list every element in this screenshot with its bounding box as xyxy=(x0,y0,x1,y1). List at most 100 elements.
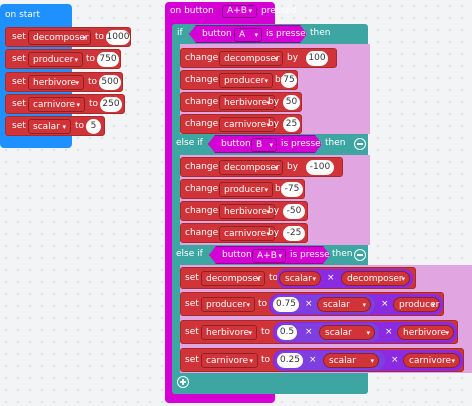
set-carnivore-block[interactable]: set carnivore▾ to 0.25 × scalar▾ × carni… xyxy=(180,348,464,372)
variable-carnivore[interactable]: carnivore▾ xyxy=(403,353,460,368)
variable-dropdown[interactable]: decomposer▾ xyxy=(219,51,283,66)
variable-scalar[interactable]: scalar▾ xyxy=(317,297,371,312)
set-decomposer-block[interactable]: set decomposer▾ to 1000 xyxy=(5,27,131,47)
on-button-header: on button A+B▾ pressed xyxy=(170,5,297,18)
remove-icon[interactable] xyxy=(354,249,366,261)
button-dropdown[interactable]: A+B▾ xyxy=(252,249,286,263)
button-pressed-condition[interactable]: button B▾ is pressed xyxy=(208,135,322,153)
multiply-block-inner[interactable]: 0.75 × scalar▾ xyxy=(271,295,375,314)
chevron-down-icon: ▾ xyxy=(74,56,78,64)
chevron-down-icon: ▾ xyxy=(274,55,278,63)
value-input[interactable]: 100 xyxy=(306,51,328,66)
change-carnivore-block[interactable]: change carnivore▾ by -25 xyxy=(180,223,308,243)
button-dropdown[interactable]: A+B▾ xyxy=(222,5,257,18)
value-input[interactable]: -25 xyxy=(283,226,305,241)
multiply-block-outer[interactable]: 0.5 × scalar▾ × herbivore▾ xyxy=(273,322,457,343)
elseif-ab-header: else if button A+B▾ is pressed then xyxy=(172,245,368,265)
chevron-down-icon: ▾ xyxy=(76,101,80,109)
value-input[interactable]: 500 xyxy=(99,75,121,90)
button-pressed-condition[interactable]: button A+B▾ is pressed xyxy=(209,246,330,264)
value-input[interactable]: -50 xyxy=(283,204,305,219)
variable-dropdown[interactable]: herbivore▾ xyxy=(28,75,84,90)
variable-dropdown[interactable]: producer▾ xyxy=(28,52,83,67)
set-herbivore-block[interactable]: set herbivore▾ to 500 xyxy=(5,72,123,92)
variable-scalar[interactable]: scalar▾ xyxy=(323,353,379,368)
variable-scalar[interactable]: scalar▾ xyxy=(279,271,321,286)
value-input[interactable]: 75 xyxy=(281,73,297,88)
coefficient-input[interactable]: 0.5 xyxy=(277,325,297,340)
remove-icon[interactable] xyxy=(354,138,366,150)
value-input[interactable]: 250 xyxy=(100,97,122,112)
change-producer-block[interactable]: change producer▾ by 75 xyxy=(180,70,298,90)
chevron-down-icon: ▾ xyxy=(249,357,253,365)
variable-dropdown[interactable]: decomposer▾ xyxy=(28,30,91,45)
multiply-block-outer[interactable]: 0.25 × scalar▾ × carnivore▾ xyxy=(273,350,463,371)
variable-dropdown[interactable]: producer▾ xyxy=(219,182,273,197)
chevron-down-icon: ▾ xyxy=(62,123,66,131)
variable-dropdown[interactable]: producer▾ xyxy=(219,73,273,88)
change-decomposer-block[interactable]: change decomposer▾ by 100 xyxy=(180,48,337,68)
change-herbivore-block[interactable]: change herbivore▾ by 50 xyxy=(180,92,302,112)
set-decomposer-block[interactable]: set decomposer▾ to scalar▾ × decomposer▾ xyxy=(180,267,416,289)
variable-dropdown[interactable]: carnivore▾ xyxy=(219,117,275,132)
chevron-down-icon: ▾ xyxy=(248,7,252,15)
chevron-down-icon: ▾ xyxy=(366,329,370,337)
variable-dropdown[interactable]: herbivore▾ xyxy=(201,325,257,340)
variable-dropdown[interactable]: carnivore▾ xyxy=(201,353,258,368)
variable-scalar[interactable]: scalar▾ xyxy=(319,325,375,340)
change-producer-block[interactable]: change producer▾ by -75 xyxy=(180,179,305,199)
on-start-label: on start xyxy=(5,10,41,20)
chevron-down-icon: ▾ xyxy=(75,79,79,87)
change-carnivore-block[interactable]: change carnivore▾ by 25 xyxy=(180,114,302,134)
coefficient-input[interactable]: 0.75 xyxy=(273,297,299,312)
value-input[interactable]: 750 xyxy=(97,52,119,67)
chevron-down-icon: ▾ xyxy=(248,329,252,337)
chevron-down-icon: ▾ xyxy=(401,275,405,283)
change-decomposer-block[interactable]: change decomposer▾ by -100 xyxy=(180,157,343,177)
set-producer-block[interactable]: set producer▾ to 750 xyxy=(5,49,121,69)
add-icon[interactable] xyxy=(177,376,189,388)
multiply-block[interactable]: scalar▾ × decomposer▾ xyxy=(277,269,413,288)
value-input[interactable]: 50 xyxy=(283,95,300,110)
chevron-down-icon: ▾ xyxy=(445,329,449,337)
chevron-down-icon: ▾ xyxy=(451,357,455,365)
variable-dropdown[interactable]: herbivore▾ xyxy=(219,204,275,219)
variable-dropdown[interactable]: producer▾ xyxy=(201,297,255,312)
chevron-down-icon: ▾ xyxy=(264,77,268,85)
chevron-down-icon: ▾ xyxy=(254,31,258,39)
chevron-down-icon: ▾ xyxy=(266,121,270,129)
chevron-down-icon: ▾ xyxy=(264,186,268,194)
variable-dropdown[interactable]: decomposer▾ xyxy=(201,271,265,286)
variable-dropdown[interactable]: carnivore▾ xyxy=(28,97,85,112)
set-scalar-block[interactable]: set scalar▾ to 5 xyxy=(5,116,105,136)
multiply-block-inner[interactable]: 0.25 × scalar▾ xyxy=(275,351,385,370)
variable-producer[interactable]: producer▾ xyxy=(393,297,440,312)
variable-dropdown[interactable]: herbivore▾ xyxy=(219,95,275,110)
if-header: if button A▾ is pressed then xyxy=(172,24,368,44)
button-pressed-condition[interactable]: button A▾ is pressed xyxy=(189,25,307,43)
variable-dropdown[interactable]: decomposer▾ xyxy=(219,160,283,175)
set-carnivore-block[interactable]: set carnivore▾ to 250 xyxy=(5,94,125,114)
multiply-block-outer[interactable]: 0.75 × scalar▾ × producer▾ xyxy=(269,294,443,315)
button-dropdown[interactable]: A▾ xyxy=(234,28,262,42)
multiply-block-inner[interactable]: 0.5 × scalar▾ xyxy=(275,323,379,342)
value-input[interactable]: 1000 xyxy=(106,30,130,45)
variable-decomposer[interactable]: decomposer▾ xyxy=(341,271,410,286)
variable-dropdown[interactable]: carnivore▾ xyxy=(219,226,275,241)
set-producer-block[interactable]: set producer▾ to 0.75 × scalar▾ × produc… xyxy=(180,292,444,316)
variable-herbivore[interactable]: herbivore▾ xyxy=(397,325,454,340)
value-input[interactable]: 25 xyxy=(283,117,300,132)
variable-dropdown[interactable]: scalar▾ xyxy=(28,119,71,134)
value-input[interactable]: 5 xyxy=(86,119,101,134)
chevron-down-icon: ▾ xyxy=(269,141,273,149)
set-herbivore-block[interactable]: set herbivore▾ to 0.5 × scalar▾ × herbiv… xyxy=(180,320,458,344)
chevron-down-icon: ▾ xyxy=(82,34,86,42)
chevron-down-icon: ▾ xyxy=(278,252,282,260)
value-input[interactable]: -100 xyxy=(306,160,334,175)
value-input[interactable]: -75 xyxy=(281,182,303,197)
change-herbivore-block[interactable]: change herbivore▾ by -50 xyxy=(180,201,308,221)
coefficient-input[interactable]: 0.25 xyxy=(277,353,303,368)
chevron-down-icon: ▾ xyxy=(274,164,278,172)
chevron-down-icon: ▾ xyxy=(362,301,366,309)
button-dropdown[interactable]: B▾ xyxy=(251,138,277,152)
